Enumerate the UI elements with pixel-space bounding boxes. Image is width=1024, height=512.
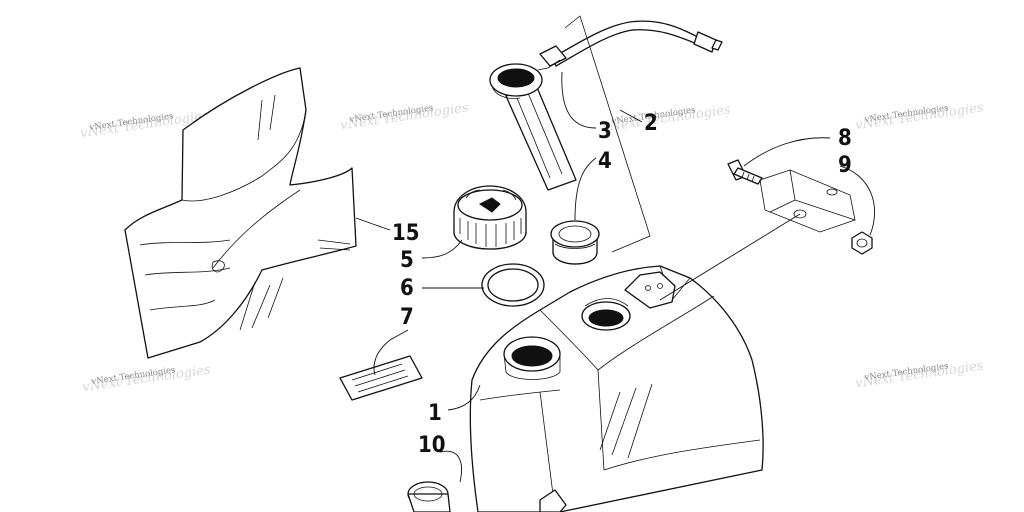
- callout-9: 9: [838, 153, 852, 178]
- callout-3: 3: [598, 119, 612, 144]
- callout-8: 8: [838, 126, 852, 151]
- fuel-cap-part: [453, 185, 527, 250]
- callout-7: 7: [400, 305, 414, 330]
- leader-lines: [355, 71, 875, 483]
- callout-5: 5: [400, 248, 414, 273]
- callout-4: 4: [598, 149, 612, 174]
- o-ring-part: [481, 263, 545, 307]
- bracket-line: [564, 15, 651, 253]
- callout-6: 6: [400, 276, 414, 301]
- callout-15: 15: [392, 221, 420, 246]
- callout-2: 2: [644, 111, 658, 136]
- mounting-bracket-part: [759, 169, 856, 233]
- bolt-part: [727, 159, 763, 185]
- assembly-line: [659, 213, 801, 301]
- heat-shield-part: [124, 67, 357, 359]
- filler-grommet-part: [550, 220, 600, 265]
- callout-1: 1: [428, 401, 442, 426]
- vent-cap-part: [407, 481, 451, 512]
- warning-decal-part: [339, 355, 423, 401]
- callout-labels: 15 5 6 7 1 10 3 2 4 8 9: [392, 111, 852, 458]
- fuel-gauge-part: [489, 63, 577, 191]
- wire-harness-part: [537, 20, 723, 71]
- fuel-tank-part: [469, 265, 764, 512]
- nut-part: [851, 231, 873, 255]
- callout-10: 10: [418, 433, 446, 458]
